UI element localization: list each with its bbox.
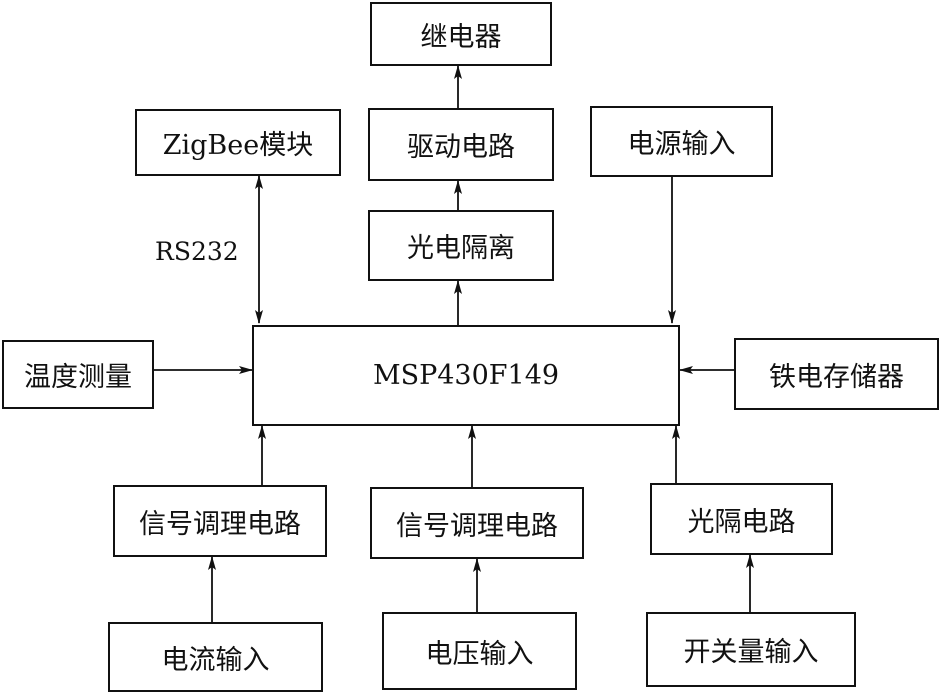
- power-input-block: 电源输入: [590, 106, 773, 177]
- fram-label: 铁电存储器: [769, 361, 904, 393]
- power-input-label: 电源输入: [627, 129, 736, 160]
- zigbee-module-label: ZigBee模块: [162, 130, 314, 161]
- opto-isolation-block: 光电隔离: [368, 210, 554, 281]
- voltage-input-block: 电压输入: [382, 612, 577, 690]
- relay-block: 继电器: [370, 2, 552, 66]
- rs232-label: RS232: [155, 237, 239, 266]
- switch-input-label: 开关量输入: [683, 637, 819, 668]
- mcu-label: MSP430F149: [372, 360, 560, 391]
- relay-label: 继电器: [420, 21, 502, 53]
- driver-circuit-block: 驱动电路: [368, 108, 554, 181]
- signal-conditioning-mid-label: 信号调理电路: [396, 510, 558, 542]
- signal-conditioning-left-block: 信号调理电路: [113, 485, 327, 557]
- current-input-block: 电流输入: [108, 622, 323, 692]
- opto-isolator-circuit-block: 光隔电路: [650, 483, 833, 555]
- switch-input-block: 开关量输入: [646, 612, 856, 687]
- temperature-measurement-label: 温度测量: [24, 362, 132, 393]
- opto-isolator-circuit-label: 光隔电路: [687, 506, 796, 538]
- fram-block: 铁电存储器: [734, 338, 939, 410]
- mcu-block: MSP430F149: [252, 325, 680, 426]
- temperature-measurement-block: 温度测量: [2, 340, 154, 409]
- voltage-input-label: 电压输入: [425, 638, 534, 670]
- zigbee-module-block: ZigBee模块: [135, 109, 341, 176]
- signal-conditioning-mid-block: 信号调理电路: [370, 487, 584, 559]
- opto-isolation-label: 光电隔离: [407, 233, 515, 264]
- signal-conditioning-left-label: 信号调理电路: [139, 508, 301, 540]
- current-input-label: 电流输入: [161, 644, 270, 676]
- driver-circuit-label: 驱动电路: [407, 132, 515, 163]
